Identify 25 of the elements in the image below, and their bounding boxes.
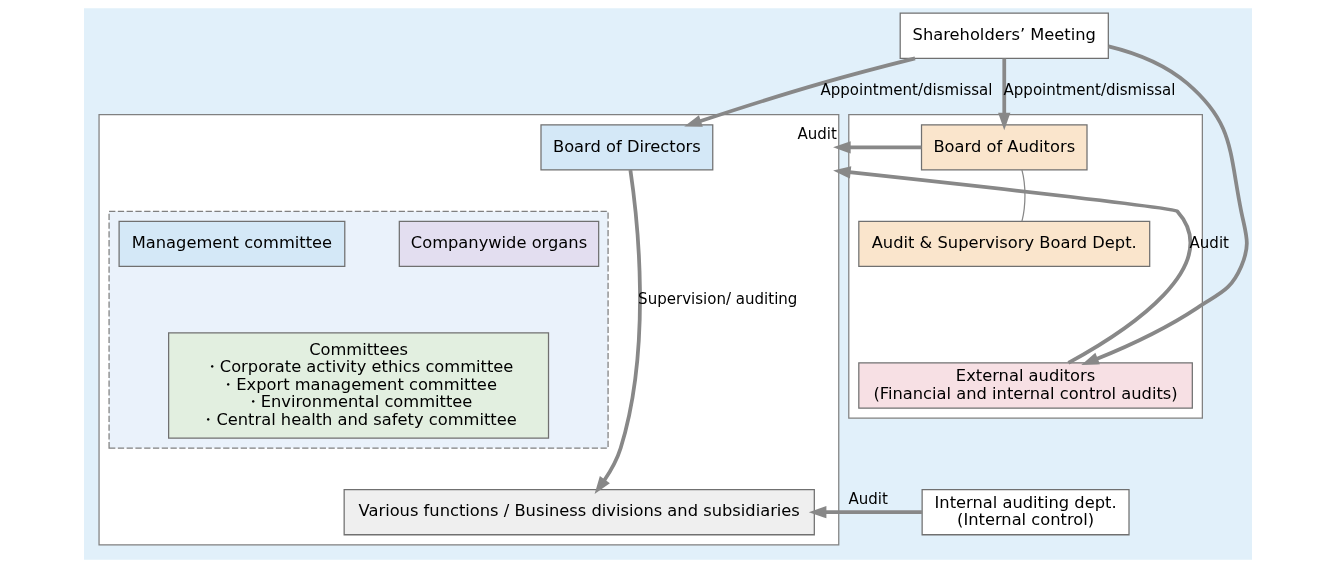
arrow <box>832 141 921 154</box>
node-box: Committees ・Corporate activity ethics committee ・Export management committee ・Environmental committee ・Central health and safety committee <box>167 332 549 439</box>
node-box: Companywide organs <box>398 220 599 268</box>
edge-label: Audit <box>796 125 837 144</box>
node-box: Internal auditing dept. (Internal control) <box>921 489 1130 536</box>
arrow <box>832 166 1192 365</box>
node-box: Board of Directors <box>539 124 713 171</box>
node-box: Board of Auditors <box>920 124 1088 171</box>
arrow <box>808 506 922 519</box>
node-box: Audit & Supervisory Board Dept. <box>857 220 1150 268</box>
cluster <box>107 210 609 449</box>
node-box: External auditors (Financial and internal control audits) <box>857 362 1193 409</box>
arrow <box>997 58 1010 131</box>
edge-label: Audit <box>848 490 888 509</box>
node-box: Management committee <box>118 220 345 268</box>
connector <box>1020 169 1026 222</box>
node-box: Shareholders’ Meeting <box>899 12 1109 59</box>
arrow <box>683 56 915 127</box>
node-box: Various functions / Business divisions and subsidiaries <box>343 489 815 536</box>
arrow <box>594 169 642 494</box>
arrow <box>1080 44 1249 366</box>
edge-label: Appointment/dismissal <box>1003 81 1175 100</box>
edge-label: Audit <box>1189 233 1229 252</box>
edge-label: Appointment/dismissal <box>819 81 992 100</box>
edge-label: Supervision/ auditing <box>637 289 797 308</box>
